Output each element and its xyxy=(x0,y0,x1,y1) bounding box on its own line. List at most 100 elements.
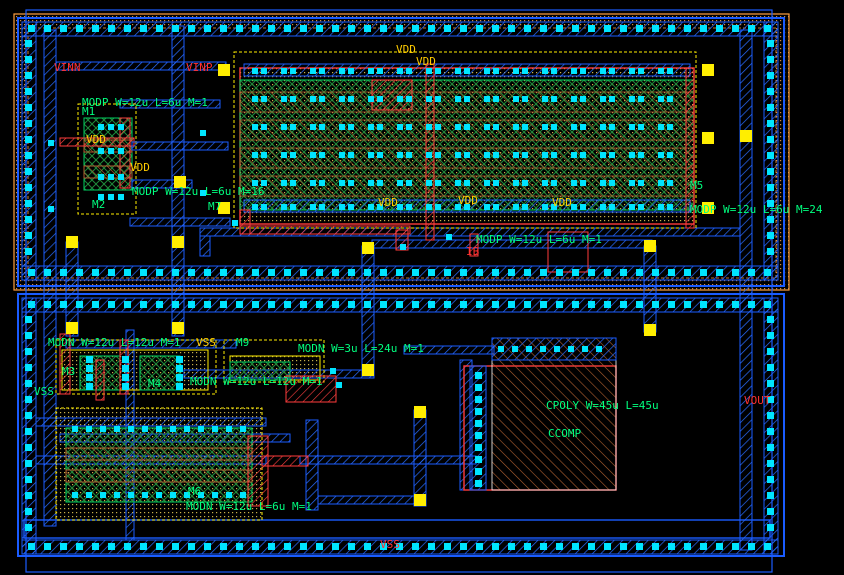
contact xyxy=(522,180,528,186)
contact xyxy=(604,543,611,550)
contact xyxy=(310,124,316,130)
contact xyxy=(348,152,354,158)
via xyxy=(414,406,426,418)
contact xyxy=(464,152,470,158)
contact xyxy=(524,543,531,550)
contact xyxy=(571,152,577,158)
contact xyxy=(339,180,345,186)
contact xyxy=(396,543,403,550)
net-label-vdd-2: VDD xyxy=(416,55,436,68)
contact xyxy=(316,301,323,308)
contact xyxy=(25,104,32,111)
contact xyxy=(652,301,659,308)
device-label-m5: M5 xyxy=(690,179,704,192)
contact xyxy=(252,96,258,102)
contact xyxy=(455,152,461,158)
contact xyxy=(767,332,774,339)
contact xyxy=(412,269,419,276)
contact xyxy=(748,25,755,32)
pmos-array-m5[interactable] xyxy=(233,51,697,241)
device-param-cpoly: CPOLY W=45u L=45u xyxy=(546,399,659,412)
contact xyxy=(204,25,211,32)
device-label-ccomp: CCOMP xyxy=(548,427,582,440)
contact xyxy=(319,204,325,210)
contact xyxy=(636,301,643,308)
contact xyxy=(667,124,673,130)
contact xyxy=(118,148,124,154)
nmos-m9[interactable] xyxy=(223,339,337,403)
contact xyxy=(668,269,675,276)
contact xyxy=(252,25,259,32)
contact xyxy=(764,25,771,32)
contact xyxy=(444,269,451,276)
contact xyxy=(767,508,774,515)
contact xyxy=(108,269,115,276)
contact xyxy=(170,492,176,498)
contact xyxy=(204,301,211,308)
contact xyxy=(188,301,195,308)
contact xyxy=(25,460,32,467)
contact xyxy=(475,480,482,487)
contact xyxy=(281,204,287,210)
contact xyxy=(396,269,403,276)
contact xyxy=(492,269,499,276)
contact xyxy=(522,204,528,210)
contact xyxy=(600,180,606,186)
contact xyxy=(100,426,106,432)
contact xyxy=(336,382,342,388)
contact xyxy=(455,124,461,130)
contact xyxy=(377,124,383,130)
nmos-m6[interactable] xyxy=(55,407,309,521)
contact xyxy=(118,194,124,200)
contact xyxy=(60,543,67,550)
contact xyxy=(580,124,586,130)
contact xyxy=(290,152,296,158)
contact xyxy=(128,492,134,498)
contact xyxy=(212,492,218,498)
contact xyxy=(252,180,258,186)
contact xyxy=(484,204,490,210)
contact xyxy=(551,204,557,210)
contact xyxy=(124,301,131,308)
device-label-m9: M9 xyxy=(236,336,250,349)
contact xyxy=(444,543,451,550)
contact xyxy=(513,180,519,186)
contact xyxy=(108,124,114,130)
contact xyxy=(86,492,92,498)
contact xyxy=(540,346,546,352)
device-label-m1: M1 xyxy=(82,105,96,118)
contact xyxy=(25,476,32,483)
contact xyxy=(377,204,383,210)
contact xyxy=(572,269,579,276)
contact xyxy=(281,68,287,74)
contact xyxy=(484,96,490,102)
contact xyxy=(540,301,547,308)
cpoly-capacitor[interactable] xyxy=(463,337,617,491)
contact xyxy=(25,72,32,79)
contact xyxy=(86,426,92,432)
contact xyxy=(732,543,739,550)
contact xyxy=(76,269,83,276)
contact xyxy=(377,180,383,186)
contact xyxy=(330,368,336,374)
contact xyxy=(25,40,32,47)
contact xyxy=(464,180,470,186)
contact xyxy=(25,508,32,515)
via-array xyxy=(66,64,752,506)
contact xyxy=(339,204,345,210)
contact xyxy=(25,364,32,371)
contact xyxy=(261,96,267,102)
net-label-vdd-bot1: VDD xyxy=(378,196,398,209)
contact xyxy=(114,426,120,432)
contact xyxy=(406,180,412,186)
contact xyxy=(513,204,519,210)
contact xyxy=(571,96,577,102)
contact xyxy=(368,68,374,74)
contact xyxy=(475,468,482,475)
contact xyxy=(551,180,557,186)
contact xyxy=(636,269,643,276)
contact xyxy=(48,206,54,212)
contact xyxy=(492,301,499,308)
contact xyxy=(300,301,307,308)
